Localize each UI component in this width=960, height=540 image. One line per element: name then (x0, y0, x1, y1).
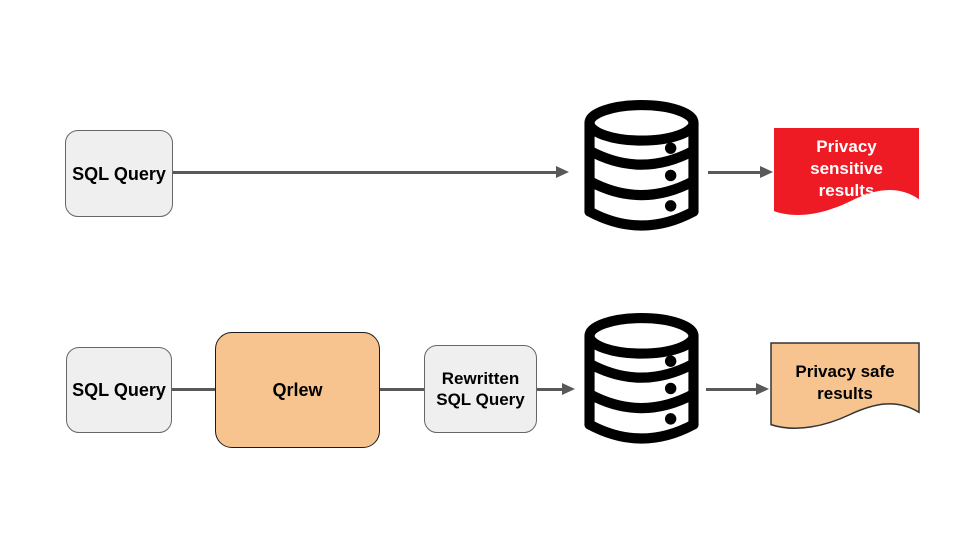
sql-query-box-top: SQL Query (65, 130, 173, 217)
arrowhead-results-top (760, 166, 773, 178)
connector-qrlew-to-rewritten (380, 388, 424, 391)
rewritten-sql-query-label: Rewritten SQL Query (436, 369, 525, 409)
privacy-safe-results-shape: Privacy safe results (770, 342, 920, 437)
privacy-sensitive-results-shape: Privacy sensitive results (774, 128, 919, 223)
arrow-database-to-results-bottom (706, 388, 758, 391)
privacy-safe-results-label: Privacy safe results (795, 361, 895, 403)
document-shape (770, 342, 920, 430)
rewritten-sql-query-box: Rewritten SQL Query (424, 345, 537, 433)
qrlew-label: Qrlew (272, 380, 323, 400)
arrowhead-results-bottom (756, 383, 769, 395)
document-shape (774, 128, 919, 215)
arrow-database-to-results-top (708, 171, 762, 174)
sql-query-box-bottom: SQL Query (66, 347, 172, 433)
arrow-rewritten-to-database (537, 388, 564, 391)
arrow-sqlquery-to-database-top (173, 171, 558, 174)
qrlew-box: Qrlew (215, 332, 380, 448)
privacy-sensitive-results-label: Privacy sensitive results (810, 136, 883, 200)
connector-sqlquery-to-qrlew (172, 388, 215, 391)
arrowhead-database-bottom (562, 383, 575, 395)
arrowhead-database-top (556, 166, 569, 178)
database-icon (578, 100, 705, 242)
sql-query-label-top: SQL Query (72, 163, 166, 184)
database-icon (578, 313, 705, 455)
sql-query-label-bottom: SQL Query (72, 380, 166, 400)
